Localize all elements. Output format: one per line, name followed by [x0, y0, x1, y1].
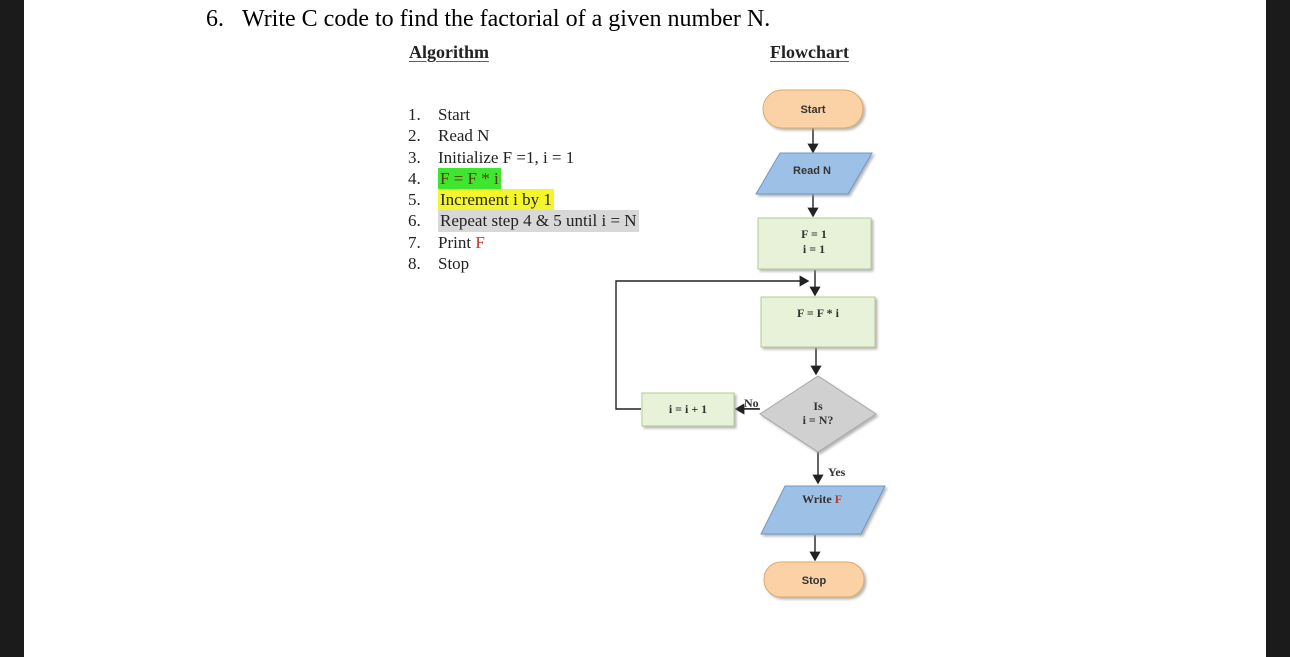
- flow-connectors: [615, 128, 824, 562]
- step-text: Initialize F =1, i = 1: [438, 147, 575, 167]
- step-number: 8.: [408, 254, 421, 274]
- step-text-highlighted: F = F * i: [438, 167, 501, 190]
- write-label-red: F: [835, 492, 842, 506]
- algorithm-step: 1. Start: [408, 104, 639, 125]
- step-text-pre: Print: [438, 232, 476, 252]
- step-number: 7.: [408, 232, 421, 252]
- step-text: Start: [438, 105, 471, 124]
- flow-start-terminal: Start: [762, 89, 864, 129]
- init-line1: F = 1: [801, 227, 827, 241]
- algorithm-list: 1. Start 2. Read N 3. Initialize F =1, i…: [408, 104, 639, 274]
- step-text-highlighted: Increment i by 1: [438, 189, 554, 211]
- increment-label: i = i + 1: [669, 402, 707, 416]
- flow-write-output: Write F: [760, 485, 886, 535]
- question-number: 6.: [206, 6, 224, 32]
- write-label-pre: Write: [802, 492, 835, 506]
- algorithm-step: 3. Initialize F =1, i = 1: [408, 147, 639, 168]
- question-title: 6. Write C code to find the factorial of …: [206, 6, 770, 33]
- step-number: 1.: [408, 105, 421, 124]
- step-number: 6.: [408, 211, 421, 231]
- flow-stop-terminal: Stop: [763, 561, 865, 598]
- flow-increment-process: i = i + 1: [641, 392, 735, 427]
- step-text: Read N: [438, 126, 490, 146]
- step-number: 4.: [408, 168, 421, 188]
- algorithm-step: 8. Stop: [408, 253, 639, 274]
- flow-init-process: F = 1 i = 1: [757, 217, 872, 270]
- algorithm-step: 4. F = F * i: [408, 167, 639, 190]
- read-label: Read N: [793, 165, 831, 177]
- algorithm-step: 5. Increment i by 1: [408, 189, 639, 211]
- question-text: Write C code to find the factorial of a …: [242, 6, 771, 32]
- loop-back-arrow: [615, 275, 810, 410]
- step-number: 5.: [408, 190, 421, 210]
- no-label: No: [744, 396, 759, 410]
- step-number: 3.: [408, 147, 421, 167]
- stop-label: Stop: [802, 575, 827, 587]
- step-text-red: F: [475, 232, 485, 252]
- flow-multiply-process: F = F * i: [760, 296, 876, 348]
- algorithm-heading: Algorithm: [409, 42, 489, 62]
- step-text: Print F: [438, 232, 485, 253]
- start-label: Start: [800, 104, 825, 116]
- step-number: 2.: [408, 126, 421, 146]
- algorithm-step: 2. Read N: [408, 125, 639, 146]
- step-text: Stop: [438, 254, 470, 274]
- flow-decision: Is i = N?: [759, 375, 877, 453]
- process-label: F = F * i: [797, 306, 840, 320]
- decision-line1: Is: [813, 399, 823, 413]
- algorithm-step: 7. Print F: [408, 232, 639, 253]
- flowchart-heading: Flowchart: [770, 42, 849, 62]
- flow-read-input: Read N: [755, 152, 873, 195]
- algorithm-step: 6. Repeat step 4 & 5 until i = N: [408, 210, 639, 232]
- init-line2: i = 1: [803, 242, 825, 256]
- step-text-highlighted: Repeat step 4 & 5 until i = N: [438, 210, 639, 232]
- yes-label: Yes: [828, 465, 846, 479]
- document-page: 6. Write C code to find the factorial of …: [24, 0, 1266, 657]
- decision-line2: i = N?: [803, 413, 834, 427]
- write-label: Write F: [802, 492, 842, 506]
